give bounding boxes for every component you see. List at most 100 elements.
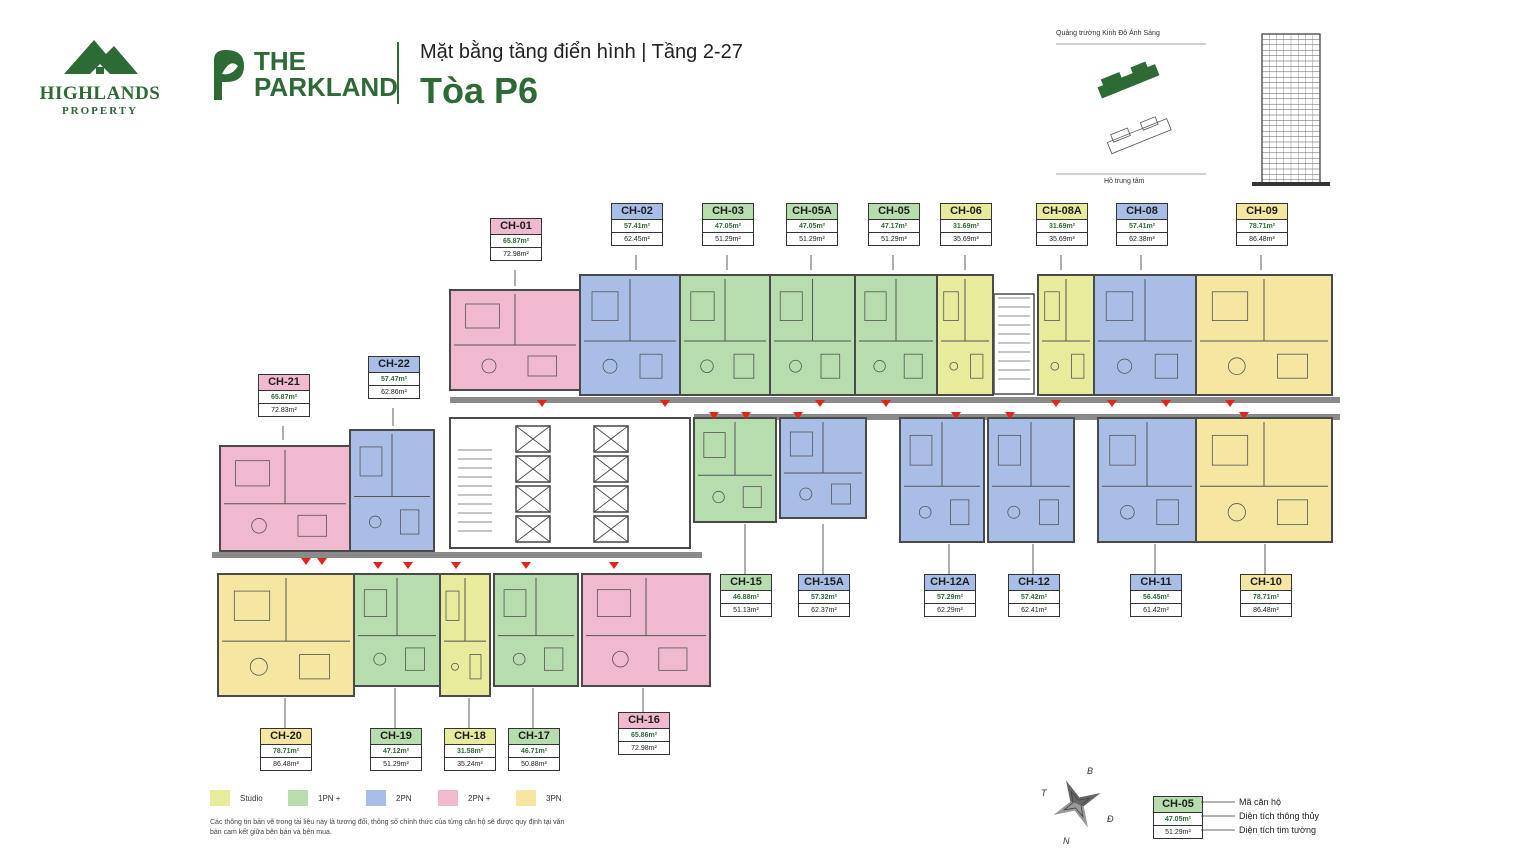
unit-area-net: 47.05m² [703, 220, 753, 233]
key-area-net: 47.05m² [1154, 813, 1202, 826]
stair-core-top [993, 293, 1035, 395]
unit-code: CH-12 [1009, 575, 1059, 591]
elevator-shaft [515, 425, 551, 453]
elevator-shaft [593, 485, 629, 513]
unit-block-ch-06-sofa [970, 353, 984, 379]
unit-code: CH-10 [1241, 575, 1291, 591]
unit-area-gross: 35.69m² [1049, 236, 1075, 243]
page-subtitle: Mặt bằng tầng điển hình | Tầng 2-27 [420, 41, 743, 63]
unit-block-ch-03-table [700, 359, 714, 373]
unit-area-net: 65.87m² [259, 391, 309, 404]
compass-star-icon: B T Đ N [1041, 766, 1114, 846]
unit-block-ch-17-bed [503, 589, 527, 617]
elevator-shaft-cross [593, 515, 629, 543]
unit-block-ch-18-bed [445, 590, 460, 621]
unit-code: CH-12A [925, 575, 975, 591]
unit-block-ch-08-bed [1105, 291, 1134, 322]
page-title: Tòa P6 [420, 70, 539, 111]
unit-block-ch-09-bed [1211, 291, 1249, 322]
unit-code: CH-01 [491, 219, 541, 235]
unit-block-ch-19-sofa [405, 647, 425, 671]
unit-area-net: 65.86m² [619, 729, 669, 742]
unit-block-ch-18-table [451, 662, 459, 671]
unit-code: CH-19 [371, 729, 421, 745]
developer-sub: PROPERTY [61, 105, 139, 117]
unit-block-ch-22-table [368, 515, 382, 529]
unit-block-ch-20-bed [233, 590, 271, 621]
unit-block-ch-06-table [949, 361, 959, 371]
elevator-shaft-cross [593, 455, 629, 483]
entry-marker [451, 562, 461, 569]
compass-west-label: T [1041, 788, 1048, 798]
unit-area-net: 47.17m² [869, 220, 919, 233]
unit-block-ch-16-table [612, 650, 629, 668]
entry-marker [317, 558, 327, 565]
unit-area-gross: 51.29m² [881, 236, 907, 243]
tower-elevation-drawing [1252, 33, 1330, 186]
key-net-desc: Diện tích thông thủy [1239, 811, 1320, 821]
unit-block-ch-15-table [712, 490, 725, 504]
entry-marker [1005, 412, 1015, 419]
unit-block-ch-21-bed [235, 460, 270, 487]
unit-block-ch-02-bed [591, 291, 619, 322]
key-gross-desc: Diện tích tim tường [1239, 825, 1316, 835]
unit-area-net: 57.41m² [612, 220, 662, 233]
unit-area-gross: 86.48m² [273, 761, 299, 768]
unit-area-gross: 35.69m² [953, 236, 979, 243]
unit-area-net: 31.69m² [941, 220, 991, 233]
entry-marker [709, 412, 719, 419]
unit-block-ch-12-bed [997, 434, 1022, 466]
unit-block-ch-22-bed [359, 446, 383, 477]
unit-block-ch-15a-sofa [831, 483, 851, 505]
unit-code: CH-06 [941, 204, 991, 220]
unit-area-gross: 62.29m² [937, 607, 963, 614]
elevator-shaft-cross [593, 485, 629, 513]
unit-area-net: 57.29m² [925, 591, 975, 604]
compass: B T Đ N [1035, 760, 1125, 850]
entry-marker [1239, 412, 1249, 419]
unit-area-gross: 51.13m² [733, 607, 759, 614]
unit-area-gross: 62.41m² [1021, 607, 1047, 614]
entry-marker [815, 400, 825, 407]
unit-block-ch-08a-table [1050, 361, 1060, 371]
corridor-lower-wall [212, 552, 702, 558]
elevator-shaft [593, 455, 629, 483]
key-code: CH-05 [1154, 797, 1202, 813]
unit-block-ch-12a-bed [909, 434, 933, 466]
compass-east-label: Đ [1107, 814, 1114, 824]
header-divider [397, 42, 399, 104]
unit-area-gross: 35.24m² [457, 761, 483, 768]
elevator-shaft [515, 455, 551, 483]
unit-block-ch-12-sofa [1039, 499, 1059, 526]
unit-block-ch-20-sofa [299, 654, 330, 680]
unit-block-ch-05a-sofa [820, 353, 841, 379]
unit-block-ch-02-sofa [639, 353, 663, 379]
unit-block-ch-06-bed [943, 291, 959, 322]
leaf-p-icon [214, 50, 244, 100]
unit-block-ch-11-bed [1109, 434, 1136, 466]
site-top-label: Quảng trường Kinh Đô Ánh Sáng [1056, 30, 1160, 37]
entry-marker [793, 412, 803, 419]
project-name: THE PARKLAND [254, 48, 398, 100]
unit-block-ch-08-sofa [1154, 353, 1179, 379]
unit-code: CH-08A [1037, 204, 1087, 220]
entry-marker [881, 400, 891, 407]
site-plan-drawing [1056, 43, 1206, 175]
unit-code: CH-05A [787, 204, 837, 220]
tower-base [1252, 182, 1330, 186]
unit-block-ch-10-bed [1211, 434, 1249, 466]
unit-block-ch-18-sofa [469, 654, 482, 680]
unit-area-gross: 51.29m² [383, 761, 409, 768]
unit-block-ch-01-table [481, 358, 497, 374]
unit-block-ch-21-sofa [297, 514, 328, 537]
unit-area-gross: 72.83m² [271, 407, 297, 414]
